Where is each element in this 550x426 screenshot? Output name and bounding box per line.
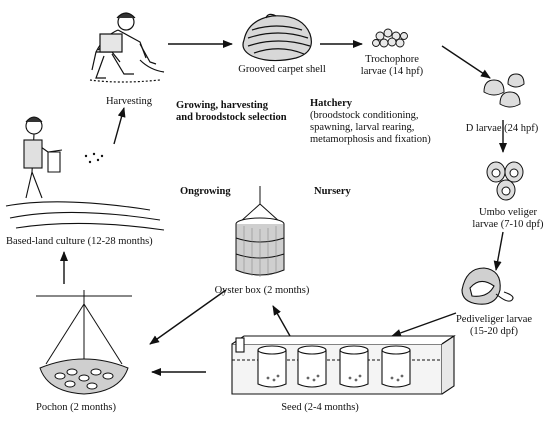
cycle-arrows — [60, 40, 507, 376]
label-umbo-line1: Umbo veliger — [478, 207, 538, 218]
stage-growing-line1: Growing, harvesting — [176, 100, 268, 111]
stage-hatchery: Hatchery (broodstock conditioning, spawn… — [310, 98, 431, 146]
label-seed: Seed (2-4 months) — [281, 402, 359, 413]
label-trochophore-line1: Trochophore — [365, 54, 419, 65]
label-trochophore: Trochophore larvae (14 hpf) — [352, 54, 432, 78]
trochophore-larvae-illustration — [372, 28, 408, 48]
stage-hatchery-line1: (broodstock conditioning, — [310, 110, 419, 121]
umbo-veliger-illustration — [486, 161, 524, 201]
stage-growing-line2: and broodstock selection — [176, 112, 287, 123]
label-trochophore-line2: larvae (14 hpf) — [360, 66, 424, 77]
label-pochon: Pochon (2 months) — [36, 402, 116, 413]
arrow-umbo-to-pediveliger — [493, 231, 504, 271]
label-umbo-line2: larvae (7-10 dpf) — [472, 219, 544, 230]
label-harvesting: Harvesting — [105, 96, 153, 107]
pediveliger-illustration — [461, 267, 514, 305]
pochon-illustration — [36, 290, 132, 395]
label-pediveliger: Pediveliger larvae (15-20 dpf) — [446, 314, 542, 338]
stage-hatchery-line3: metamorphosis and fixation) — [310, 134, 431, 145]
arrow-oyster-box-to-pochon — [149, 289, 227, 345]
carpet-shell-illustration — [242, 13, 312, 62]
label-oyster-box: Oyster box (2 months) — [214, 285, 310, 296]
label-umbo-veliger: Umbo veliger larvae (7-10 dpf) — [466, 207, 550, 231]
arrow-pediveliger-to-seed — [391, 312, 457, 337]
arrow-based-land-to-harvesting — [113, 107, 126, 145]
stage-nursery: Nursery — [314, 186, 351, 197]
arrow-seed-to-oyster-box — [272, 305, 291, 337]
harvesting-worker-illustration — [89, 12, 165, 83]
label-pediveliger-line1: Pediveliger larvae — [455, 314, 533, 325]
label-pediveliger-line2: (15-20 dpf) — [469, 326, 519, 337]
stage-growing-harvesting: Growing, harvesting and broodstock selec… — [176, 100, 287, 124]
label-grooved-carpet-shell: Grooved carpet shell — [238, 64, 326, 75]
stage-hatchery-line2: spawning, larval rearing, — [310, 122, 415, 133]
stage-ongrowing: Ongrowing — [180, 186, 231, 197]
arrow-trochophore-to-d-larvae — [441, 45, 491, 79]
seed-tank-illustration — [231, 334, 456, 395]
land-culture-worker-illustration — [5, 116, 165, 231]
label-based-land-culture: Based-land culture (12-28 months) — [6, 236, 153, 247]
label-d-larvae: D larvae (24 hpf) — [465, 123, 539, 134]
d-larvae-illustration — [483, 73, 525, 108]
stage-hatchery-title: Hatchery — [310, 98, 352, 109]
oyster-box-illustration — [235, 186, 285, 277]
